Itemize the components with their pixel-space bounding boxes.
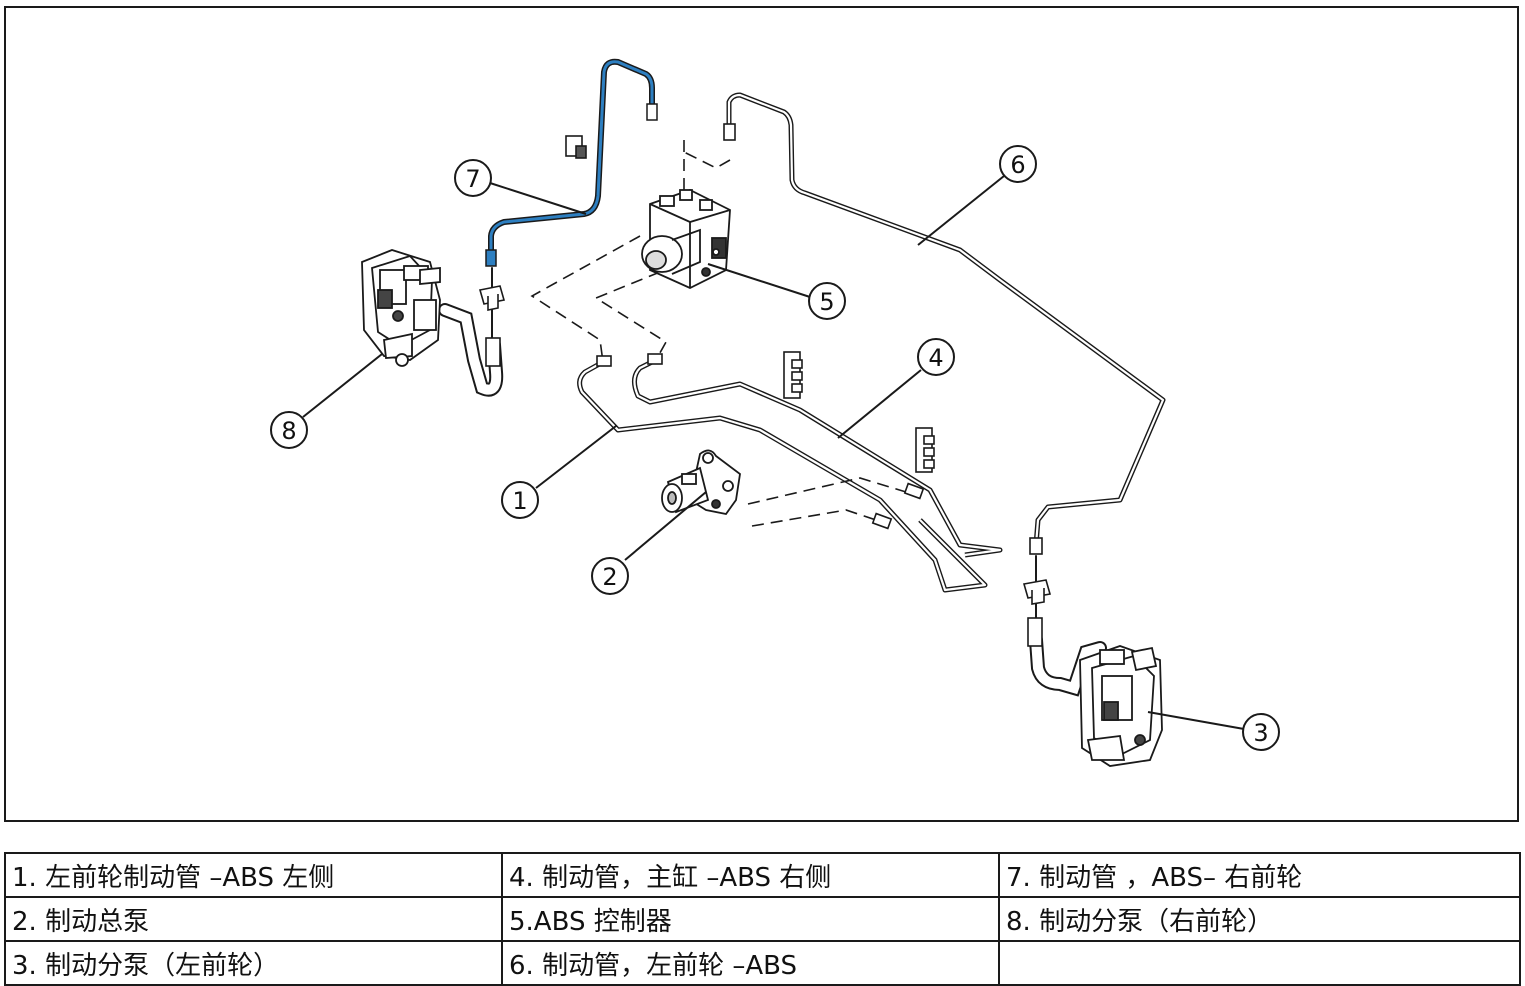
legend-row: 1. 左前轮制动管 –ABS 左侧 4. 制动管，主缸 –ABS 右侧 7. 制… <box>4 852 1521 898</box>
callout-8: 8 <box>270 411 308 449</box>
abs-controller <box>641 189 731 289</box>
clip-top <box>565 135 587 159</box>
callout-3: 3 <box>1242 713 1280 751</box>
svg-text:1: 1 <box>512 487 527 515</box>
legend-row: 2. 制动总泵 5.ABS 控制器 8. 制动分泵（右前轮） <box>4 896 1521 942</box>
legend-item-5: 5.ABS 控制器 <box>501 896 1000 942</box>
svg-text:8: 8 <box>281 417 296 445</box>
legend-item-4: 4. 制动管，主缸 –ABS 右侧 <box>501 852 1000 898</box>
brake-caliper-3 <box>1079 645 1163 767</box>
callout-2: 2 <box>591 557 629 595</box>
svg-text:6: 6 <box>1010 151 1025 179</box>
legend-item-1: 1. 左前轮制动管 –ABS 左侧 <box>4 852 503 898</box>
legend-table: 1. 左前轮制动管 –ABS 左侧 4. 制动管，主缸 –ABS 右侧 7. 制… <box>4 852 1521 986</box>
brake-line-diagram: 1 2 3 4 5 6 7 8 <box>270 58 1280 767</box>
svg-text:3: 3 <box>1253 719 1268 747</box>
callout-1: 1 <box>501 481 539 519</box>
legend-item-6: 6. 制动管，左前轮 –ABS <box>501 940 1000 986</box>
right-hose-bracket <box>1022 579 1052 605</box>
brake-pipe-6 <box>726 92 1166 546</box>
svg-text:5: 5 <box>819 288 834 316</box>
callout-5: 5 <box>808 282 846 320</box>
leader-lines <box>302 175 1245 730</box>
brake-caliper-8 <box>361 249 441 367</box>
legend-item-3: 3. 制动分泵（左前轮） <box>4 940 503 986</box>
svg-text:7: 7 <box>465 165 480 193</box>
figure-frame <box>4 6 1519 822</box>
brake-pipe-7 <box>488 58 655 258</box>
callout-4: 4 <box>917 338 955 376</box>
callout-7: 7 <box>454 159 492 197</box>
legend-row: 3. 制动分泵（左前轮） 6. 制动管，左前轮 –ABS <box>4 940 1521 986</box>
legend-item-7: 7. 制动管 ，ABS– 右前轮 <box>998 852 1521 898</box>
svg-text:4: 4 <box>928 344 943 372</box>
left-brake-hose <box>438 267 504 397</box>
callout-6: 6 <box>999 145 1037 183</box>
svg-text:2: 2 <box>602 563 617 591</box>
pipe-fittings <box>596 123 1043 555</box>
legend-item-empty <box>998 940 1521 986</box>
legend-item-8: 8. 制动分泵（右前轮） <box>998 896 1521 942</box>
legend-item-2: 2. 制动总泵 <box>4 896 503 942</box>
left-hose-bracket <box>478 285 506 311</box>
master-cylinder <box>661 449 741 515</box>
pipe-clip-a <box>783 351 803 399</box>
pipe-clip-b <box>915 427 935 473</box>
